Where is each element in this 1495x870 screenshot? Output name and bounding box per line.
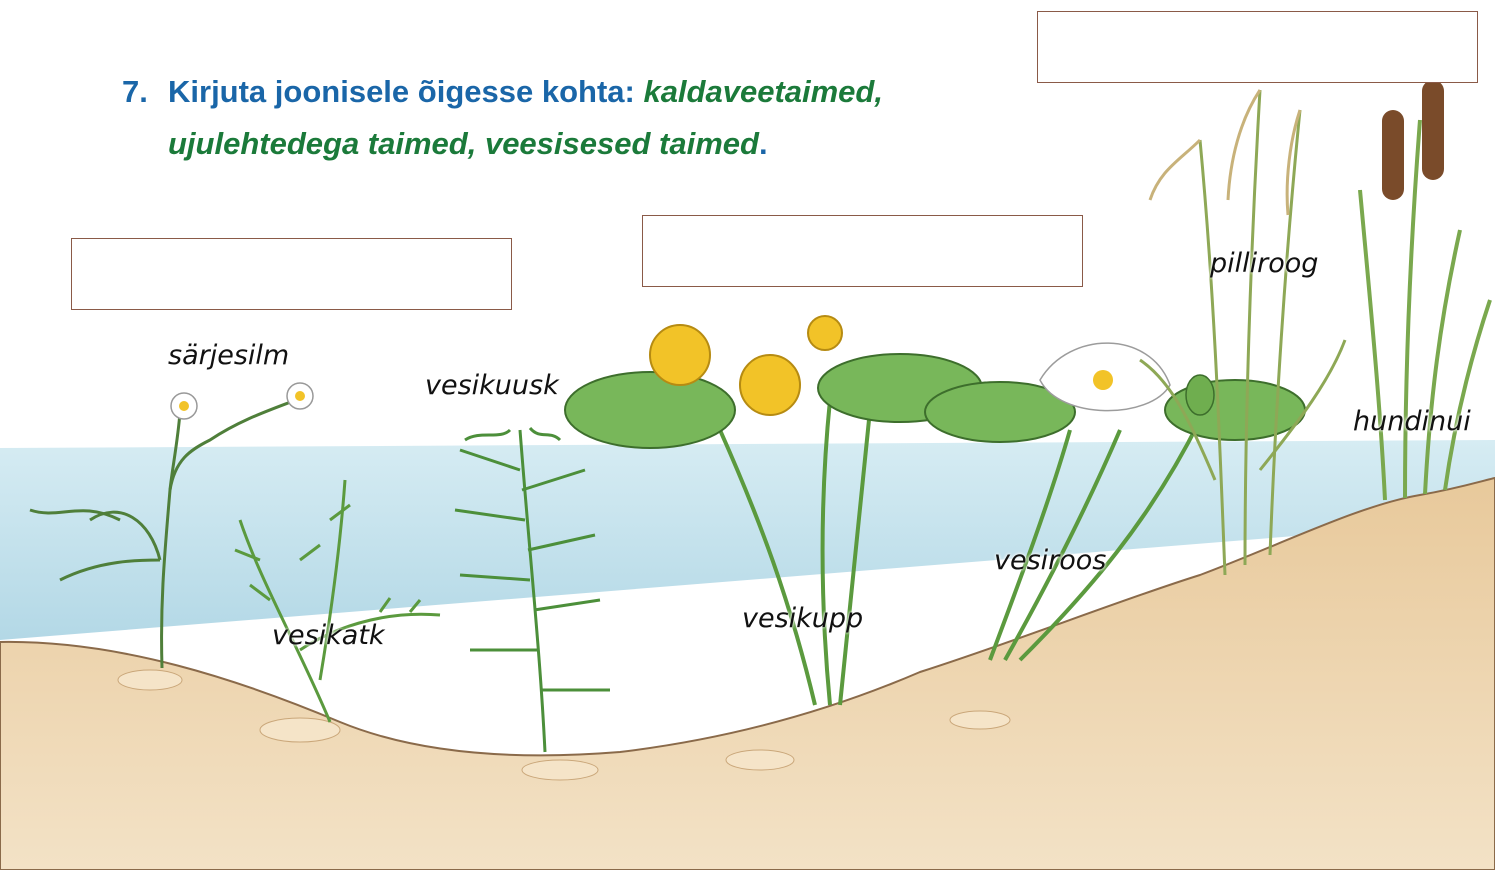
- answer-box-right[interactable]: [1037, 11, 1478, 83]
- exercise-question: 7.Kirjuta joonisele õigesse kohta: kalda…: [122, 66, 883, 170]
- exercise-options-line1: kaldaveetaimed,: [643, 74, 883, 109]
- label-pilliroog: pilliroog: [1210, 248, 1318, 279]
- answer-box-middle[interactable]: [642, 215, 1083, 287]
- exercise-period: .: [759, 126, 768, 161]
- label-sarjesilm: särjesilm: [168, 340, 289, 371]
- exercise-number: 7.: [122, 66, 168, 118]
- label-vesikatk: vesikatk: [272, 620, 385, 651]
- answer-box-left[interactable]: [71, 238, 512, 310]
- exercise-options-line2: ujulehtedega taimed, veesisesed taimed: [168, 126, 759, 161]
- label-vesikupp: vesikupp: [742, 603, 863, 634]
- label-vesiroos: vesiroos: [994, 545, 1106, 576]
- exercise-instruction: Kirjuta joonisele õigesse kohta:: [168, 74, 643, 109]
- label-vesikuusk: vesikuusk: [425, 370, 559, 401]
- label-hundinui: hundinui: [1353, 406, 1471, 437]
- hundinui-plant: [1360, 80, 1490, 500]
